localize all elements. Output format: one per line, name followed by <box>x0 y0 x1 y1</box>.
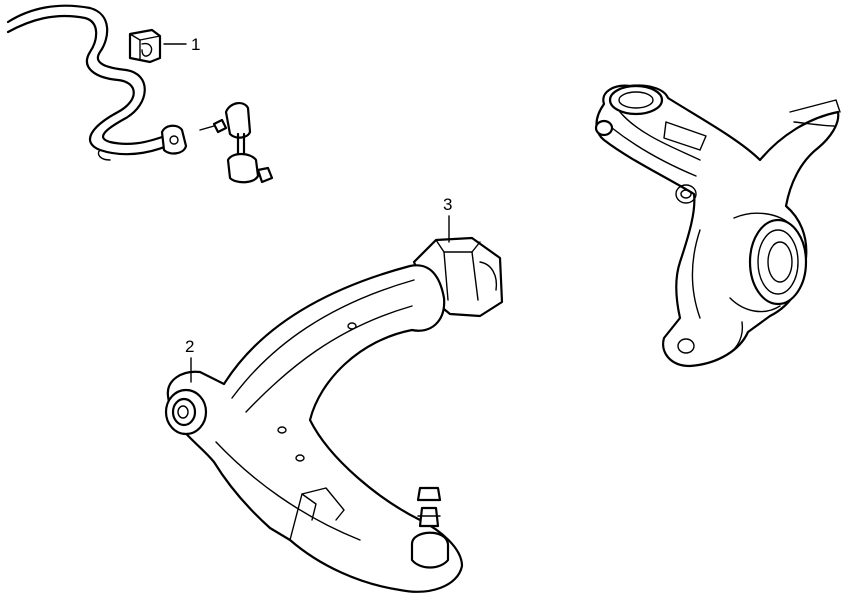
stabilizer-bar <box>6 4 178 161</box>
callout-2-number: 2 <box>185 337 194 356</box>
callout-2: 2 <box>185 337 194 383</box>
steering-knuckle <box>594 84 841 368</box>
ball-joint <box>410 486 450 569</box>
callout-1-number: 1 <box>191 35 200 54</box>
callout-1: 1 <box>163 35 200 54</box>
callout-3: 3 <box>443 195 452 243</box>
stabilizer-end-link <box>199 102 274 184</box>
stabilizer-bar-clamp <box>160 124 188 155</box>
callout-3-number: 3 <box>443 195 452 214</box>
lower-control-arm <box>164 264 464 593</box>
stabilizer-bushing <box>128 28 162 64</box>
